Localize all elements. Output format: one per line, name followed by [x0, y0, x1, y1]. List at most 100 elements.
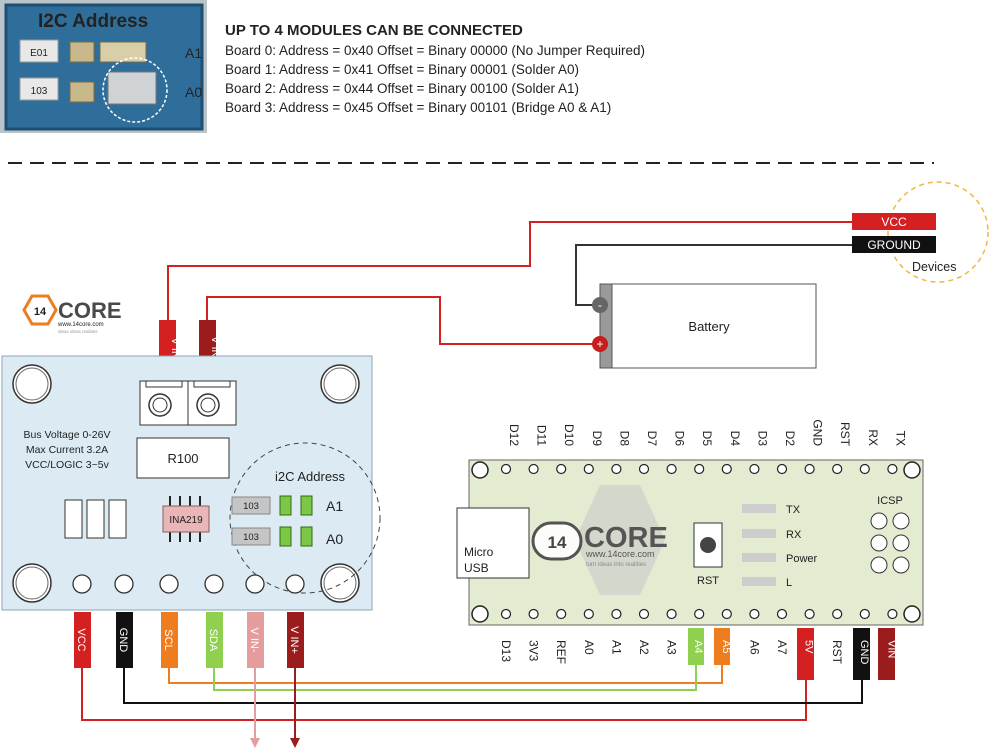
nano-top-pin-label-d11: D11	[535, 425, 549, 446]
nano-bottom-pin-hole	[776, 608, 788, 620]
nano-top-pin-label-gnd: GND	[811, 419, 825, 446]
nano-bottom-pin-hole	[528, 608, 539, 620]
nano-bottom-pin-label-a4: A4	[692, 640, 704, 653]
arrow-vin-plus-icon	[290, 738, 300, 748]
nano-bottom-pin-hole	[749, 608, 760, 620]
wire-vcc-to-5v	[81, 668, 807, 721]
nano-tag-a5	[714, 628, 730, 665]
spec-line-2: VCC/LOGIC 3~5v	[25, 459, 109, 471]
pad-a1-left	[279, 495, 292, 516]
battery-plus: +	[596, 337, 603, 351]
led-rx	[742, 529, 776, 538]
nano-top-pin-label-d3: D3	[755, 431, 769, 447]
nano-top-pin-hole	[776, 463, 788, 475]
nano-top-pin-label-d5: D5	[700, 431, 714, 447]
logo-tagline: ideas ideas realities	[58, 329, 98, 334]
led-l	[742, 577, 776, 586]
led-label-rx: RX	[786, 529, 802, 541]
usb-label-line-2: USB	[464, 561, 489, 575]
nano-top-pin-label-tx: TX	[893, 431, 907, 446]
nano-top-pin-label-d6: D6	[673, 431, 687, 447]
photo-tag-1: A1	[185, 45, 202, 61]
nano-bottom-pin-label-gnd: GND	[858, 640, 870, 665]
nano-bottom-pin-hole	[666, 608, 677, 620]
photo-chip-1: E01	[30, 48, 48, 59]
led-label-tx: TX	[786, 504, 801, 516]
usb-label-line-1: Micro	[464, 545, 494, 559]
nano-bottom-pin-label-a2: A2	[637, 640, 651, 655]
header-title: UP TO 4 MODULES CAN BE CONNECTED	[225, 22, 523, 39]
spec-line-1: Max Current 3.2A	[26, 444, 108, 456]
i2c-address-outline	[229, 442, 381, 594]
nano-bottom-pin-label-a3: A3	[665, 640, 679, 655]
brand-logo: 14 CORE www.14core.com ideas ideas reali…	[22, 294, 122, 334]
nano-top-pin-hole	[500, 463, 512, 475]
pin-tag-sda	[206, 612, 223, 668]
nano-bottom-pin-holes	[500, 608, 898, 620]
led-power	[742, 553, 776, 562]
nano-top-pin-hole	[638, 463, 650, 475]
spec-line-0: Bus Voltage 0-26V	[24, 429, 111, 441]
shunt-resistor	[136, 437, 230, 479]
micro-usb-port	[456, 507, 530, 579]
nano-bottom-pin-label-a5: A5	[720, 640, 732, 653]
reset-button-cap[interactable]	[700, 537, 716, 553]
nano-tag-5v	[797, 628, 814, 680]
nano-top-pin-hole	[859, 463, 870, 475]
nano-top-pin-label-d4: D4	[728, 431, 742, 447]
pin-label-scl: SCL	[162, 629, 174, 650]
nano-bottom-pin-label-5v: 5V	[803, 640, 815, 654]
i2c-title: i2C Address	[275, 469, 346, 484]
wire-scl-to-a5	[168, 665, 723, 684]
ground-tag	[852, 236, 936, 253]
devices-outline	[887, 181, 989, 283]
nano-tag-gnd	[853, 628, 870, 680]
nano-top-pin-hole	[528, 463, 539, 475]
battery-minus: -	[598, 298, 602, 312]
nano-bottom-pin-hole	[694, 608, 705, 620]
nano-top-pin-label-d2: D2	[783, 431, 797, 447]
nano-bottom-pin-hole	[583, 608, 594, 620]
nano-top-pin-holes	[500, 463, 898, 475]
nano-bottom-pin-label-d13: D13	[499, 640, 513, 662]
addr-label-a0: A0	[326, 531, 343, 547]
nano-logo-tagline: turn ideas into realities	[586, 562, 646, 568]
wire-vin-plus-to-battery	[206, 296, 595, 345]
wires	[81, 221, 863, 748]
logo-brand: CORE	[58, 298, 122, 323]
led-tx	[742, 504, 776, 513]
nano-top-pin-hole	[832, 463, 843, 475]
nano-top-pin-label-d8: D8	[617, 431, 631, 447]
devices-label: Devices	[912, 260, 956, 274]
ground-label: GROUND	[867, 238, 921, 252]
pin-label-gnd: GND	[117, 628, 129, 653]
nano-logo-hex-icon	[575, 485, 665, 595]
battery: Battery - +	[592, 283, 817, 369]
pin-tag-vcc	[74, 612, 91, 668]
battery-minus-terminal	[592, 297, 608, 313]
nano-top-pin-hole	[804, 463, 815, 475]
nano-logo-brand: CORE	[584, 522, 668, 554]
ina219-board: V IN- V IN+ Bus Voltage 0-26V Max Curren…	[1, 320, 381, 668]
ina219-chip: INA219	[162, 496, 210, 542]
header-line-1: Board 1: Address = 0x41 Offset = Binary …	[225, 62, 579, 77]
nano-top-pin-label-rx: RX	[866, 429, 880, 446]
header-line-0: Board 0: Address = 0x40 Offset = Binary …	[225, 43, 645, 58]
nano-top-pin-label-d12: D12	[507, 424, 521, 446]
header-line-3: Board 3: Address = 0x45 Offset = Binary …	[225, 100, 611, 115]
nano-bottom-pin-label-a1: A1	[609, 640, 623, 655]
nano-tag-a4	[688, 628, 704, 665]
nano-bottom-pin-label-vin: VIN	[885, 640, 897, 658]
nano-bottom-pin-hole	[556, 608, 567, 620]
pad-a0-left	[279, 526, 292, 547]
nano-top-pin-label-d7: D7	[645, 431, 659, 447]
i2c-address-photo: I2C Address E01 103 A1 A0	[0, 0, 207, 133]
battery-label: Battery	[688, 319, 730, 334]
logo-number: 14	[34, 306, 47, 318]
nano-bottom-pin-hole	[859, 608, 870, 620]
rst-label: RST	[697, 575, 719, 587]
led-label-l: L	[786, 577, 792, 589]
